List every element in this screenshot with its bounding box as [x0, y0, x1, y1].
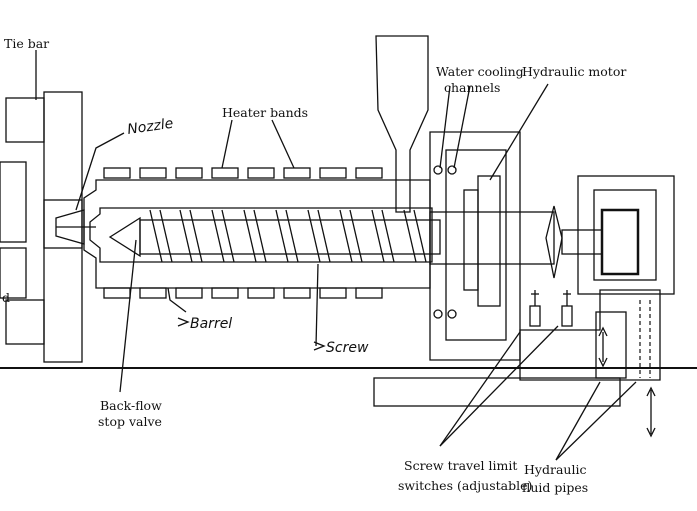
- vertical-arrow: [646, 386, 656, 438]
- heater-bands-top: [103, 167, 383, 179]
- leader-lines: [35, 50, 637, 461]
- coupling: [545, 205, 563, 279]
- label-limit-switches-2: switches (adjustable): [398, 478, 532, 493]
- piston-rod: [561, 229, 603, 255]
- hopper: [375, 35, 429, 213]
- label-hydraulic: Hydraulic: [524, 462, 586, 477]
- label-tie-bar: Tie bar: [4, 36, 49, 51]
- label-fluid-pipes: fluid pipes: [522, 480, 588, 495]
- motor-housing: [429, 131, 555, 361]
- label-mold-fragment: d: [2, 290, 10, 305]
- heater-bands-bottom: [103, 287, 383, 299]
- label-nozzle: Nozzle: [126, 116, 174, 138]
- tie-bars: [0, 97, 45, 345]
- limit-switches: [529, 290, 573, 327]
- label-backflow: Back-flow: [100, 398, 162, 413]
- label-channels: channels: [444, 80, 500, 95]
- label-screw: Screw: [326, 340, 369, 356]
- barrel-arrow: [177, 317, 190, 327]
- hydraulic-pipes: [519, 289, 661, 381]
- label-water-cooling: Water cooling: [436, 64, 524, 79]
- hydraulic-cylinder: [577, 175, 675, 295]
- base-beam: [373, 377, 621, 407]
- label-barrel: Barrel: [190, 316, 232, 332]
- label-heater-bands: Heater bands: [222, 105, 308, 120]
- barrel: [55, 179, 433, 289]
- label-stop-valve: stop valve: [98, 414, 162, 429]
- screw-arrow: [313, 341, 326, 351]
- screw: [108, 209, 441, 263]
- label-hydraulic-motor: Hydraulic motor: [522, 64, 626, 79]
- label-limit-switches-1: Screw travel limit: [404, 458, 517, 473]
